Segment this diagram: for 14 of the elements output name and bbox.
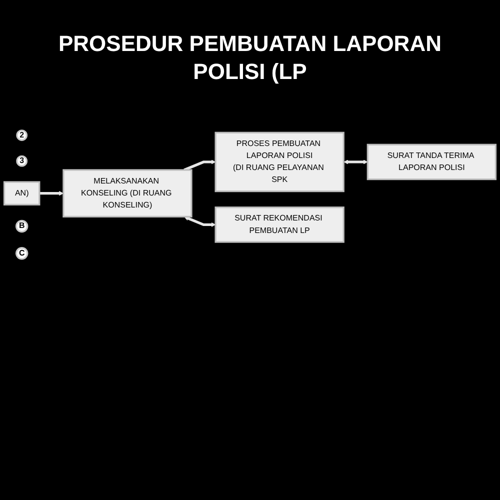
arrow	[184, 160, 216, 172]
arrow	[184, 216, 216, 228]
letter-circle: B	[15, 220, 28, 233]
step-number-circle: 2	[16, 130, 28, 141]
arrow	[39, 190, 64, 196]
process-box: SURAT TANDA TERIMA LAPORAN POLISI	[366, 144, 497, 180]
process-box: AN)	[3, 181, 40, 206]
letter-circle: C	[15, 247, 28, 260]
step-number-circle: 3	[16, 155, 28, 167]
process-box: SURAT REKOMENDASI PEMBUATAN LP	[214, 206, 344, 243]
diagram-title: PROSEDUR PEMBUATAN LAPORAN POLISI (LP	[58, 30, 442, 85]
arrow	[344, 160, 368, 164]
process-box: MELAKSANAKAN KONSELING (DI RUANG KONSELING)	[62, 169, 192, 218]
process-box: PROSES PEMBUATAN LAPORAN POLISI (DI RUANG PELAYANAN SPK	[214, 132, 344, 192]
